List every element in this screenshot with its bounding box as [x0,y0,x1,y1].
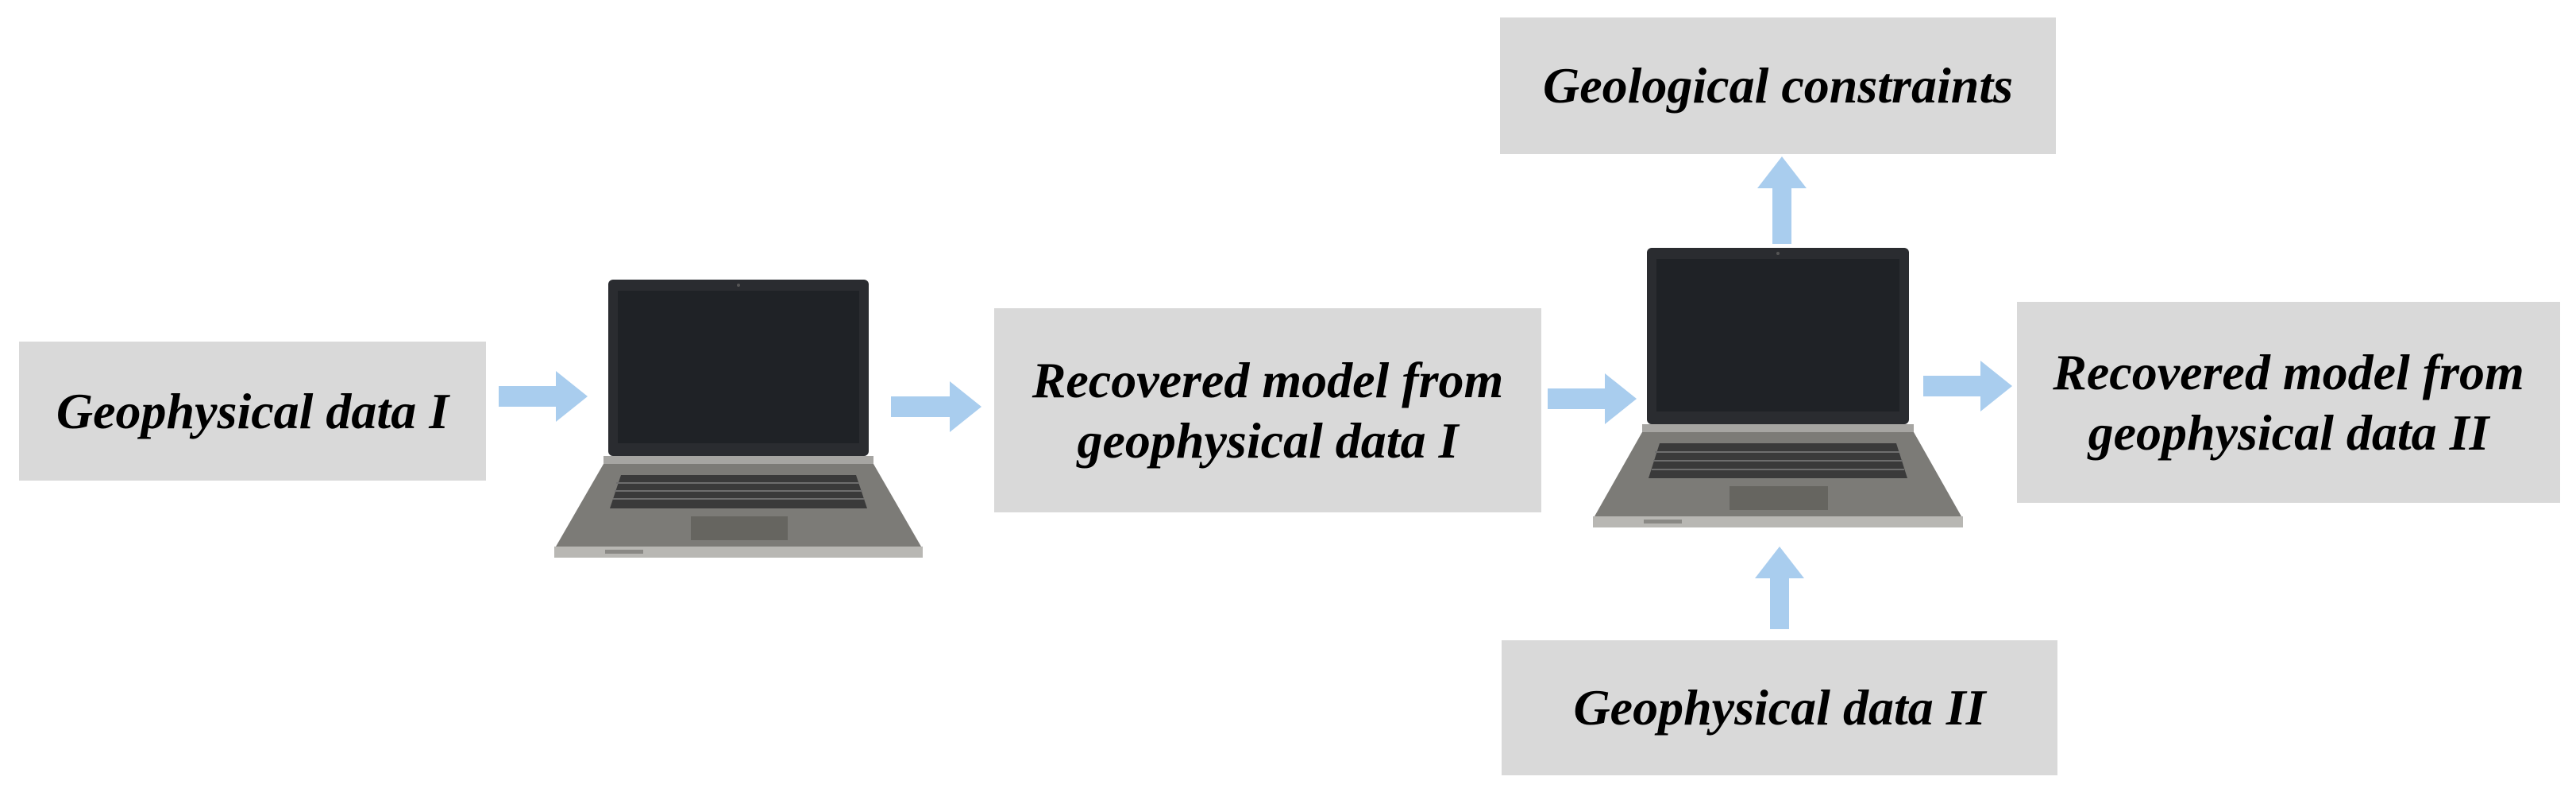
arrow-up-icon [1755,547,1804,629]
recovered-model-1-label: Recovered model from geophysical data I [1032,351,1504,469]
recovered-model-2-box: Recovered model from geophysical data II [2017,302,2560,503]
geophysical-data-2-box: Geophysical data II [1502,640,2057,775]
laptop-icon [554,280,923,558]
geophysical-data-2-label: Geophysical data II [1573,679,1986,736]
arrow-right-icon [1548,373,1637,424]
recovered-model-2-label: Recovered model from geophysical data II [2053,343,2524,461]
arrow-right-icon [1923,361,2012,411]
geophysical-data-1-label: Geophysical data I [56,382,449,439]
geological-constraints-box: Geological constraints [1500,17,2056,154]
arrow-right-icon [891,381,981,432]
arrow-up-icon [1757,156,1807,244]
recovered-model-1-box: Recovered model from geophysical data I [994,308,1541,512]
laptop-icon [1593,248,1963,527]
geophysical-data-1-box: Geophysical data I [19,342,486,481]
arrow-right-icon [499,371,588,422]
geological-constraints-label: Geological constraints [1542,57,2014,114]
